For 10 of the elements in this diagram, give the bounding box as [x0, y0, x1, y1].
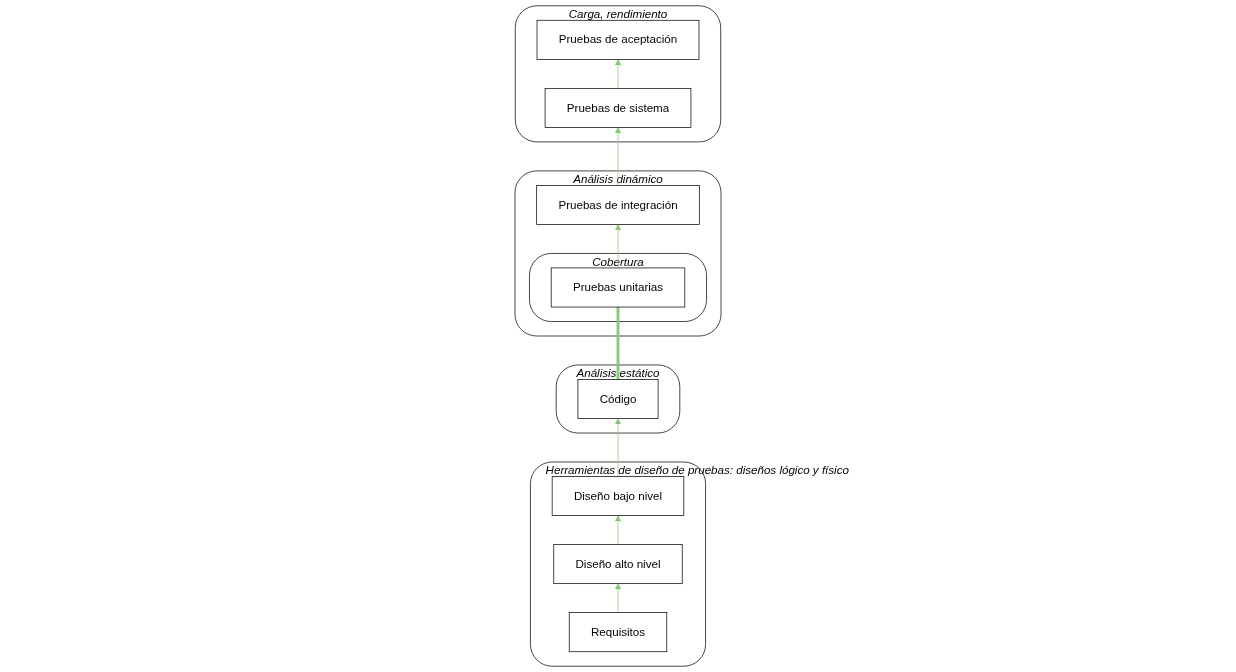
node-label: Herramientas de diseño de pruebas: diseños lógico y físico: [545, 464, 849, 477]
node-box: Pruebas de integración: [536, 185, 700, 225]
connector: [616, 307, 620, 380]
node-box: Diseño alto nivel: [553, 544, 683, 584]
node-box: Pruebas de sistema: [544, 88, 692, 128]
node-box: Pruebas unitarias: [550, 267, 686, 308]
node-box: Código: [577, 379, 659, 419]
node-box: Requisitos: [568, 612, 668, 653]
node-box: Diseño bajo nivel: [551, 476, 685, 516]
node-box: Pruebas de aceptación: [536, 19, 700, 60]
